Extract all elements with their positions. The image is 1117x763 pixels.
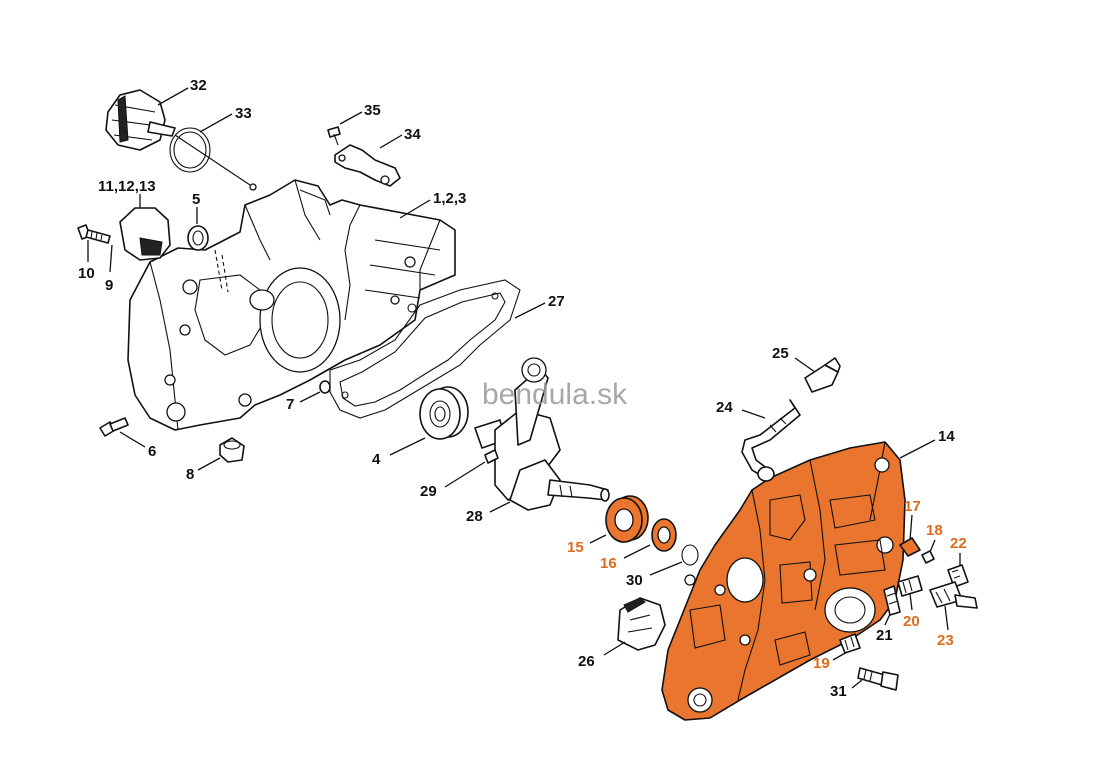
callout-11-12-13: 11,12,13 xyxy=(98,178,156,195)
callout-10: 10 xyxy=(78,265,95,282)
sleeve-7 xyxy=(319,380,331,394)
oil-hose xyxy=(741,399,801,482)
callout-20: 20 xyxy=(903,613,920,630)
callout-33: 33 xyxy=(235,105,252,122)
stud-21 xyxy=(883,585,901,616)
callout-16: 16 xyxy=(600,555,617,572)
crankcase-right-half xyxy=(661,441,906,721)
callout-31: 31 xyxy=(830,683,847,700)
callout-5: 5 xyxy=(192,191,200,208)
ring-seal xyxy=(187,225,209,251)
gasket xyxy=(329,279,521,419)
cover-cap xyxy=(119,207,171,261)
crankcase-left-half xyxy=(127,179,456,431)
plug-8 xyxy=(219,437,245,463)
screw-6 xyxy=(99,417,129,437)
callout-23: 23 xyxy=(937,632,954,649)
callout-1-2-3: 1,2,3 xyxy=(433,190,466,207)
pickup-body xyxy=(804,357,841,393)
callout-6: 6 xyxy=(148,443,156,460)
stud-20 xyxy=(897,575,923,597)
callout-7: 7 xyxy=(286,396,294,413)
screw-31 xyxy=(857,667,899,691)
callout-34: 34 xyxy=(404,126,421,143)
crankshaft xyxy=(474,357,610,511)
leader-lines xyxy=(87,87,961,689)
spring-pin-17 xyxy=(899,537,921,557)
ball-bearing xyxy=(419,386,469,440)
callout-18: 18 xyxy=(926,522,943,539)
callout-21: 21 xyxy=(876,627,893,644)
o-ring xyxy=(169,127,257,191)
oil-seal-16 xyxy=(651,518,677,552)
watermark: bendula.sk xyxy=(482,378,628,411)
callout-35: 35 xyxy=(364,102,381,119)
callout-labels: 32 33 35 34 11,12,13 5 1,2,3 10 9 27 7 6… xyxy=(78,77,967,700)
callout-25: 25 xyxy=(772,345,789,362)
callout-17: 17 xyxy=(904,498,921,515)
bracket xyxy=(327,126,401,187)
callout-30: 30 xyxy=(626,572,643,589)
callout-27: 27 xyxy=(548,293,565,310)
guide-insert xyxy=(617,597,666,651)
callout-32: 32 xyxy=(190,77,207,94)
callout-22: 22 xyxy=(950,535,967,552)
collar-screw-23 xyxy=(929,581,978,609)
callout-29: 29 xyxy=(420,483,437,500)
oil-pump xyxy=(105,89,176,151)
circlip xyxy=(681,544,699,566)
callout-4: 4 xyxy=(372,451,381,468)
callout-19: 19 xyxy=(813,655,830,672)
callout-24: 24 xyxy=(716,399,733,416)
stud-19 xyxy=(839,633,861,654)
bearing-15 xyxy=(605,495,649,543)
callout-26: 26 xyxy=(578,653,595,670)
callout-28: 28 xyxy=(466,508,483,525)
callout-8: 8 xyxy=(186,466,194,483)
pin-18 xyxy=(921,550,935,564)
callout-15: 15 xyxy=(567,539,584,556)
screw-10 xyxy=(77,224,111,244)
stud-22 xyxy=(947,564,969,588)
callout-14: 14 xyxy=(938,428,955,445)
callout-9: 9 xyxy=(105,277,113,294)
